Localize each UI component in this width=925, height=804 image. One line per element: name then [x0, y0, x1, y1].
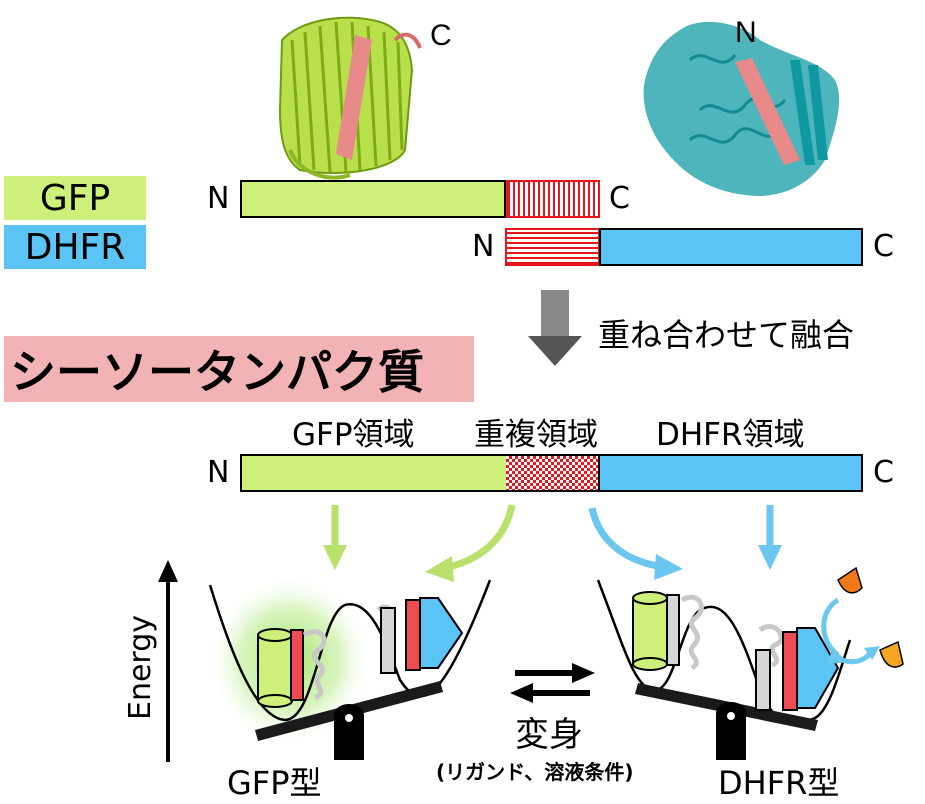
fused-dhfr-domain: [598, 454, 863, 492]
dhfr-bar-n-segment: [505, 228, 600, 266]
gfp-bar-domain: [240, 180, 506, 218]
left-dhfr-module: [376, 597, 464, 674]
dhfr-bar-n-terminus: N: [472, 229, 495, 264]
dhfr-legend: DHFR: [4, 225, 146, 269]
dhfr-state-label: DHFR型: [718, 764, 840, 802]
dhfr-region-label: DHFR領域: [656, 417, 805, 453]
ligand-orange-lower: [879, 640, 904, 668]
gfp-state-label: GFP型: [227, 764, 322, 802]
gfp-region-label: GFP領域: [292, 417, 415, 453]
fused-gfp-domain: [240, 454, 508, 492]
gfp-bar-c-segment: [506, 180, 600, 218]
energy-axis-label: Energy: [123, 614, 159, 721]
overlap-region-label: 重複領域: [474, 417, 598, 453]
dhfr-state-arrows: [588, 505, 782, 580]
dhfr-structure-image: [643, 21, 840, 196]
gfp-structure-c-label: C: [430, 19, 452, 52]
left-unfolded-loop: [302, 629, 327, 701]
fusion-step-label: 重ね合わせて融合: [598, 316, 855, 354]
gfp-bar-n-terminus: N: [207, 181, 230, 216]
right-seesaw-fulcrum: [716, 702, 746, 760]
gfp-legend-label: GFP: [39, 177, 111, 219]
dhfr-legend-label: DHFR: [24, 226, 126, 268]
equilibrium-arrows: [510, 663, 595, 703]
transform-condition: (リガンド、溶液条件): [436, 760, 634, 784]
gfp-bar-c-terminus: C: [609, 181, 630, 216]
fusion-arrow: [528, 290, 582, 366]
left-gfp-cylinder: [257, 628, 293, 708]
ligand-cycle: [821, 597, 880, 665]
right-dhfr-module: [755, 624, 840, 711]
energy-axis-arrow: [158, 560, 178, 762]
dhfr-structure-n-label: N: [735, 16, 757, 49]
dhfr-bar-c-terminus: C: [873, 229, 894, 264]
gfp-legend: GFP: [4, 176, 146, 220]
gfp-state-arrows: [323, 504, 516, 582]
dhfr-bar-domain: [599, 228, 863, 266]
title-text: シーソータンパク質: [10, 345, 424, 399]
fused-bar-c-terminus: C: [873, 455, 894, 490]
ligand-orange-upper: [837, 566, 863, 594]
transform-label: 変身: [515, 715, 583, 755]
right-unfolded-loop: [680, 594, 704, 671]
gfp-structure-image: [278, 16, 422, 180]
right-gfp-cylinder: [632, 591, 668, 671]
fused-overlap-domain: [506, 454, 600, 492]
fused-bar-n-terminus: N: [207, 455, 230, 490]
left-red-strand: [290, 629, 304, 701]
right-gray-strand-upper: [666, 594, 680, 666]
left-seesaw-fulcrum: [334, 704, 364, 760]
seesaw-protein-title: シーソータンパク質: [4, 336, 474, 402]
